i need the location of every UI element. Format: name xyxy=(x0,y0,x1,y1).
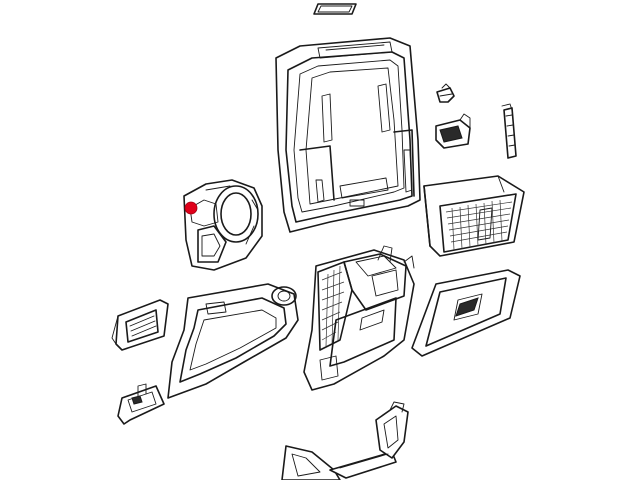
vent-bezel[interactable] xyxy=(111,299,169,351)
highlight-marker[interactable] xyxy=(184,201,198,215)
top-trim-strip[interactable] xyxy=(313,3,357,15)
center-stack-housing[interactable] xyxy=(303,245,415,391)
switch-blank-plate[interactable] xyxy=(117,383,165,425)
glove-box-bin[interactable] xyxy=(423,175,525,257)
switch-module[interactable] xyxy=(435,113,471,149)
bracket-rod[interactable] xyxy=(501,103,517,159)
steering-column-cover[interactable] xyxy=(183,179,263,271)
glove-box-door[interactable] xyxy=(411,269,521,357)
upper-bezel-frame[interactable] xyxy=(275,37,421,233)
lower-left-knee-panel[interactable] xyxy=(167,283,299,399)
small-clip-right[interactable] xyxy=(436,83,455,103)
lower-floor-bracket[interactable] xyxy=(281,401,409,481)
